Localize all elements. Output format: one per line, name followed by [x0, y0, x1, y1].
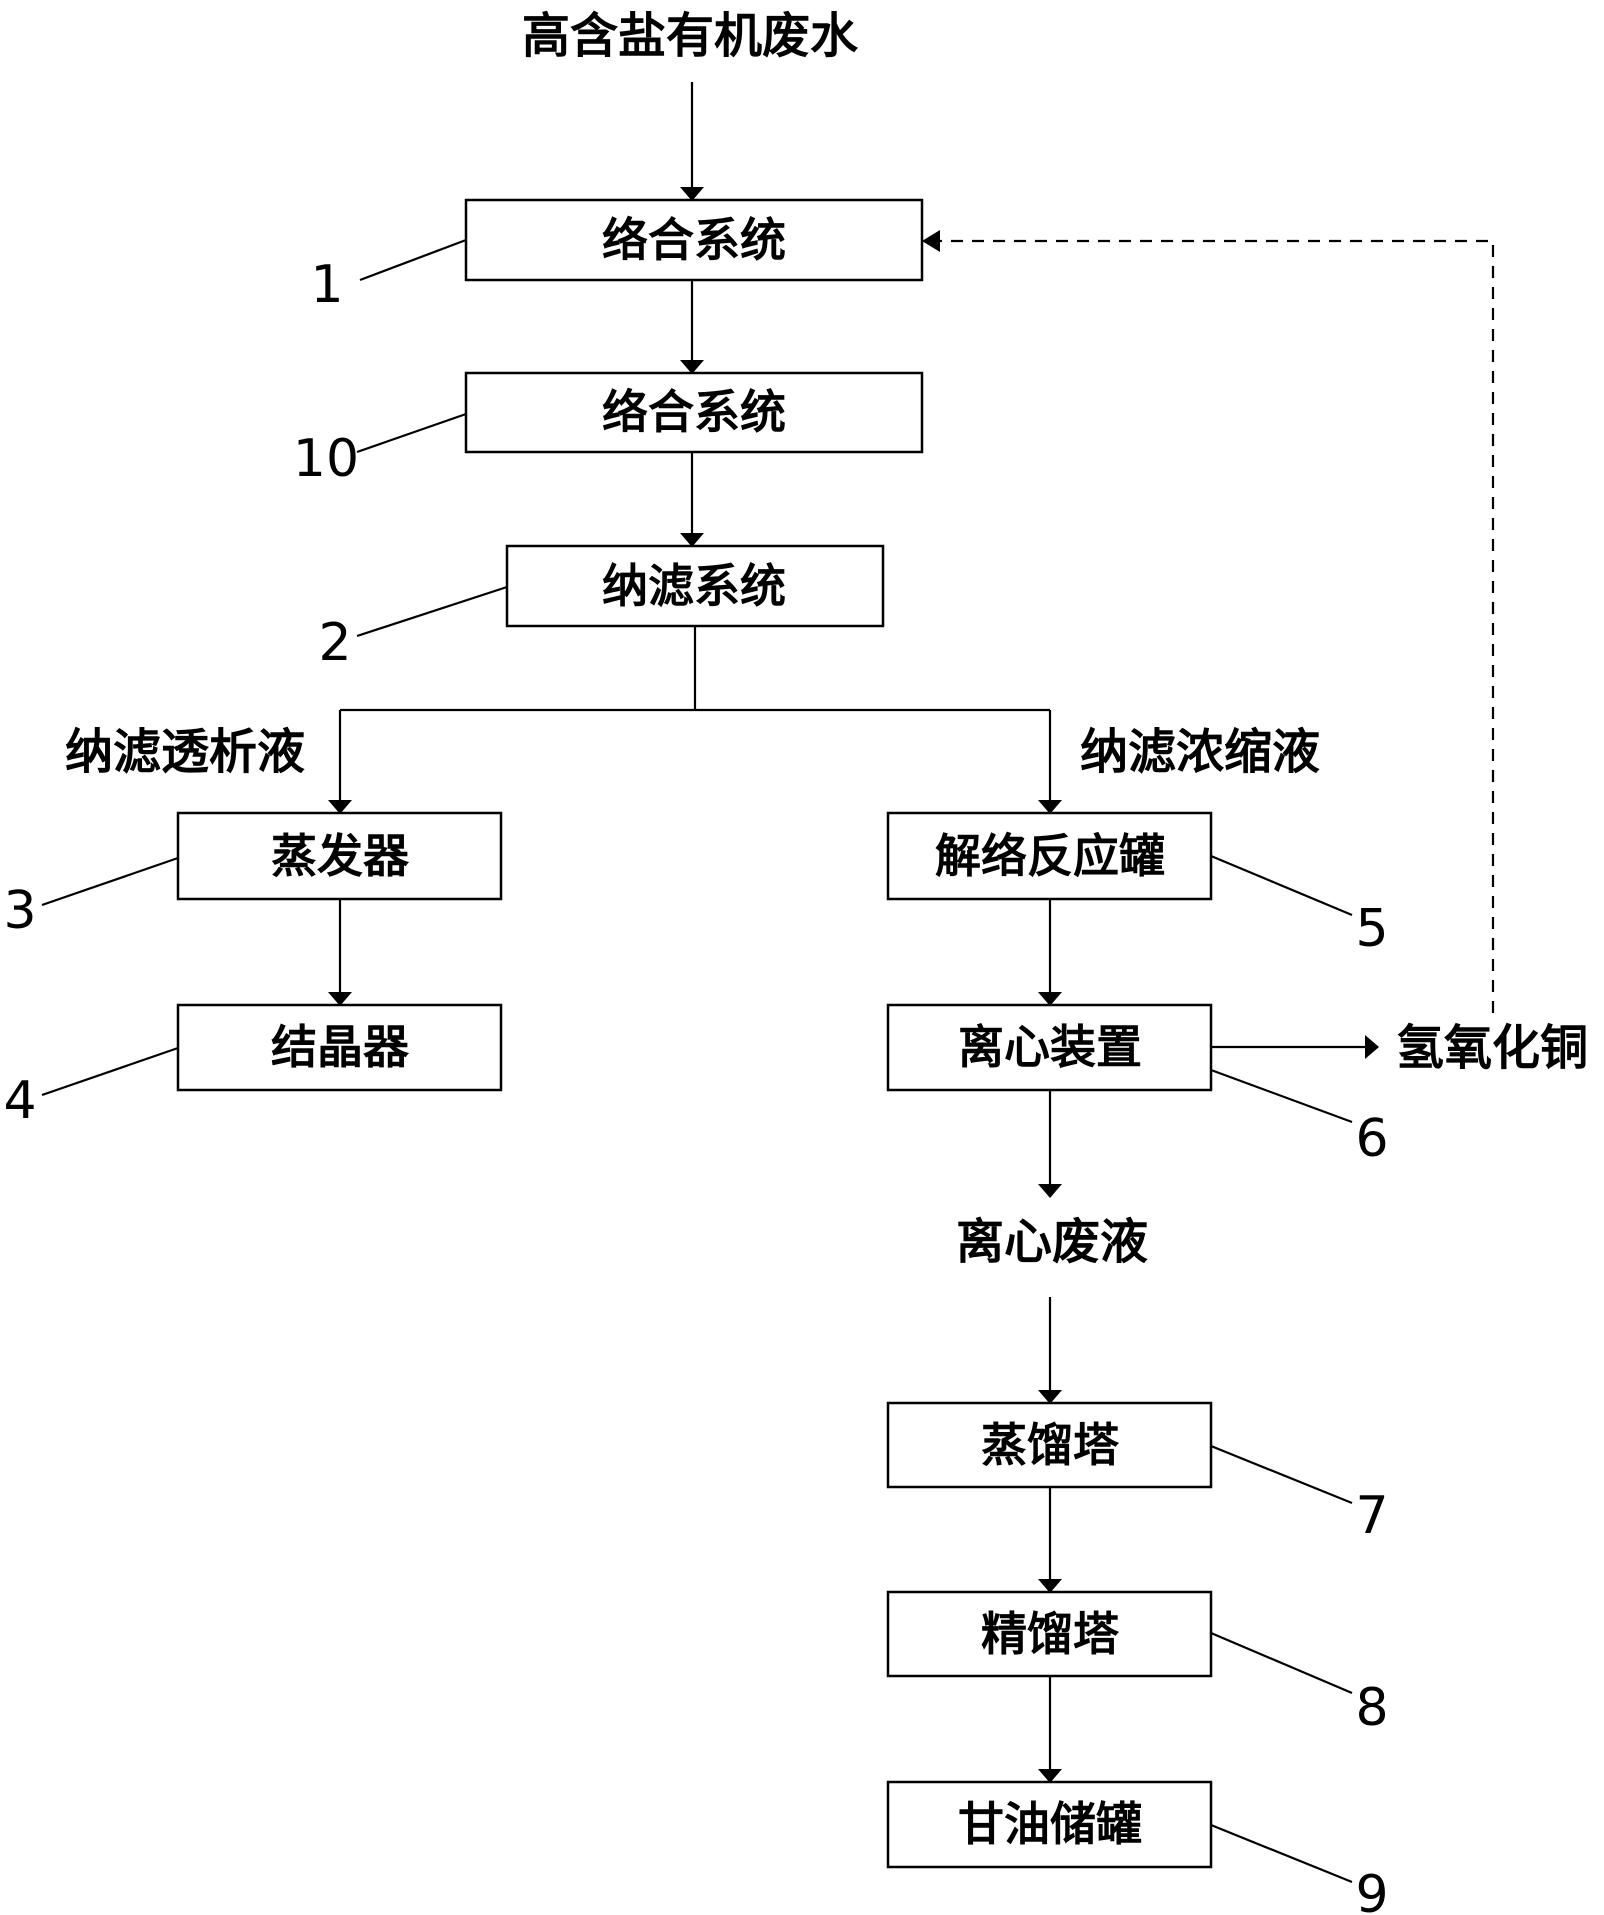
box-decomplexation-tank: 解络反应罐 — [886, 811, 1213, 901]
recycle-arrowhead — [922, 230, 940, 252]
box-evaporator: 蒸发器 — [176, 811, 503, 901]
concentrate-label: 纳滤浓缩液 — [1080, 724, 1320, 780]
number-7: 7 — [1355, 1486, 1388, 1546]
permeate-label: 纳滤透析液 — [65, 724, 305, 780]
leader-1 — [359, 238, 467, 282]
input-label: 高含盐有机废水 — [522, 8, 859, 64]
box-6-label: 离心装置 — [958, 1020, 1142, 1074]
box-nanofiltration-system: 纳滤系统 — [505, 544, 885, 628]
number-3: 3 — [3, 881, 36, 941]
number-2: 2 — [318, 613, 351, 673]
number-6: 6 — [1355, 1109, 1388, 1169]
box-distillation-tower: 蒸馏塔 — [886, 1401, 1213, 1489]
leader-5 — [1210, 854, 1353, 917]
number-4: 4 — [3, 1071, 36, 1131]
box-glycerol-storage-tank: 甘油储罐 — [886, 1780, 1213, 1869]
centrifuge-waste-label: 离心废液 — [956, 1214, 1148, 1270]
box-1-label: 络合系统 — [602, 213, 786, 267]
leader-8 — [1210, 1631, 1353, 1695]
box-10-label: 络合系统 — [602, 385, 786, 439]
box-9-label: 甘油储罐 — [958, 1797, 1142, 1851]
number-10: 10 — [293, 429, 359, 489]
leader-4 — [41, 1046, 179, 1097]
leader-9 — [1210, 1823, 1353, 1884]
number-9: 9 — [1355, 1865, 1388, 1915]
leader-6 — [1210, 1068, 1353, 1124]
box-5-label: 解络反应罐 — [935, 829, 1165, 883]
recycle-dashed-line — [940, 239, 1495, 1013]
box-3-label: 蒸发器 — [271, 829, 410, 883]
number-1: 1 — [310, 255, 343, 315]
number-8: 8 — [1355, 1678, 1388, 1738]
number-5: 5 — [1355, 899, 1388, 959]
box-complexation-system-1: 络合系统 — [464, 198, 924, 282]
box-centrifuge: 离心装置 — [886, 1003, 1213, 1092]
leader-7 — [1210, 1444, 1353, 1505]
leader-3 — [41, 856, 179, 907]
box-2-label: 纳滤系统 — [602, 559, 786, 613]
box-8-label: 精馏塔 — [981, 1607, 1120, 1661]
box-7-label: 蒸馏塔 — [981, 1418, 1120, 1472]
box-crystallizer: 结晶器 — [176, 1003, 503, 1092]
leader-2 — [356, 585, 508, 638]
box-complexation-system-10: 络合系统 — [464, 371, 924, 454]
box-4-label: 结晶器 — [271, 1020, 410, 1074]
leader-10 — [356, 412, 467, 454]
product-label: 氢氧化铜 — [1396, 1020, 1588, 1076]
box-rectification-tower: 精馏塔 — [886, 1590, 1213, 1678]
